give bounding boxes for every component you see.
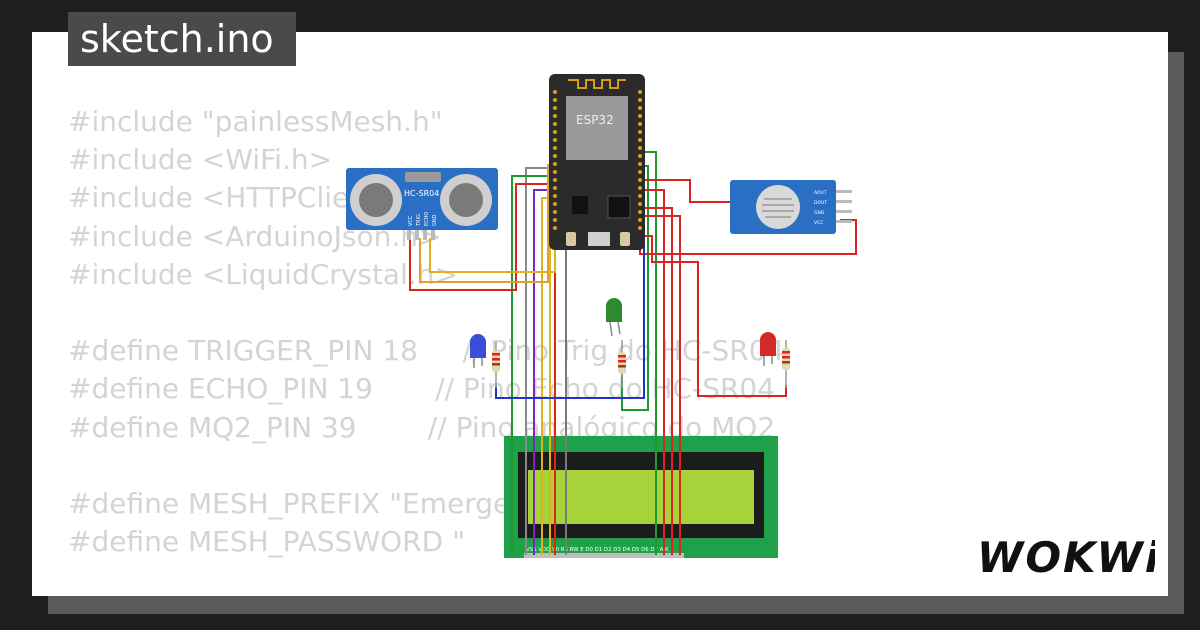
- led-green-body: [606, 298, 622, 322]
- esp32-module-shield: [566, 96, 628, 160]
- wire: [419, 164, 549, 283]
- wire: [409, 183, 555, 291]
- ultrasonic-sensor[interactable]: HC-SR04 VCC TRIG ECHO GND: [346, 168, 498, 240]
- wire: [525, 167, 555, 555]
- code-line: #include <LiquidCrystal.h>: [68, 257, 458, 291]
- svg-text:VCC: VCC: [408, 215, 414, 226]
- svg-text:DOUT: DOUT: [814, 200, 827, 206]
- resistor-blue: [492, 342, 500, 388]
- resistor-red: [782, 340, 790, 388]
- svg-text:ECHO: ECHO: [424, 212, 430, 226]
- gas-sensor-header: [836, 190, 852, 223]
- svg-text:TRIG: TRIG: [416, 214, 422, 227]
- wire: [640, 151, 657, 555]
- file-tab[interactable]: sketch.ino: [68, 12, 296, 66]
- code-line: #include "painlessMesh.h": [68, 105, 443, 138]
- code-line: #include <WiFi.h>: [68, 143, 333, 177]
- ultrasonic-crystal: [405, 172, 441, 182]
- esp32-pins-left: [553, 90, 557, 230]
- reset-button[interactable]: [620, 232, 630, 246]
- esp32-label: ESP32: [576, 113, 614, 127]
- svg-text:GND: GND: [432, 214, 438, 226]
- wire: [640, 189, 665, 555]
- code-line: #define MESH_PASSWORD ": [68, 525, 465, 559]
- gas-sensor-pin-labels: AOUT DOUT GND VCC: [814, 190, 827, 226]
- wire: [511, 175, 555, 555]
- wire: [640, 179, 730, 203]
- esp32-pins-right: [638, 90, 642, 230]
- gas-sensor-cap: [756, 185, 800, 229]
- wokwi-logo-text: WOKWi: [977, 533, 1155, 582]
- svg-text:AOUT: AOUT: [814, 190, 827, 196]
- led-blue[interactable]: [470, 334, 486, 368]
- ultrasonic-label: HC-SR04: [404, 189, 439, 198]
- wire: [640, 207, 673, 555]
- antenna-trace: [568, 79, 626, 89]
- led-red-body: [760, 332, 776, 356]
- boot-button[interactable]: [566, 232, 576, 246]
- ultrasonic-header: [407, 230, 435, 240]
- ultrasonic-mesh-right: [449, 183, 483, 217]
- code-line: #include <ArduinoJson.h>: [68, 219, 442, 253]
- ultrasonic-pin-labels: VCC TRIG ECHO GND: [408, 212, 438, 227]
- lcd-screen: [528, 470, 754, 524]
- led-red[interactable]: [760, 332, 776, 366]
- usb-uart-chip: [607, 195, 631, 219]
- gas-sensor-grille: [762, 198, 794, 218]
- svg-text:GND: GND: [814, 210, 825, 216]
- file-tab-label: sketch.ino: [80, 17, 274, 61]
- lcd-display[interactable]: VSS VDD V0 RS RW E D0 D1 D2 D3 D4 D5 D6 …: [504, 436, 778, 558]
- code-preview: #include "painlessMesh.h" #include <WiFi.…: [68, 103, 784, 561]
- lcd-header: [524, 553, 684, 558]
- wire: [640, 235, 787, 397]
- resistor-green: [618, 340, 626, 388]
- led-green[interactable]: [606, 298, 622, 337]
- wokwi-logo: WOKWi: [977, 533, 1155, 582]
- usb-port: [588, 232, 610, 246]
- svg-text:VCC: VCC: [814, 220, 823, 226]
- gas-sensor[interactable]: AOUT DOUT GND VCC: [730, 180, 852, 234]
- wire: [640, 215, 681, 555]
- regulator-chip: [572, 196, 588, 214]
- lcd-pin-labels: VSS VDD V0 RS RW E D0 D1 D2 D3 D4 D5 D6 …: [526, 547, 669, 553]
- esp32-board[interactable]: ESP32: [549, 74, 645, 250]
- led-blue-body: [470, 334, 486, 358]
- ultrasonic-mesh-left: [359, 183, 393, 217]
